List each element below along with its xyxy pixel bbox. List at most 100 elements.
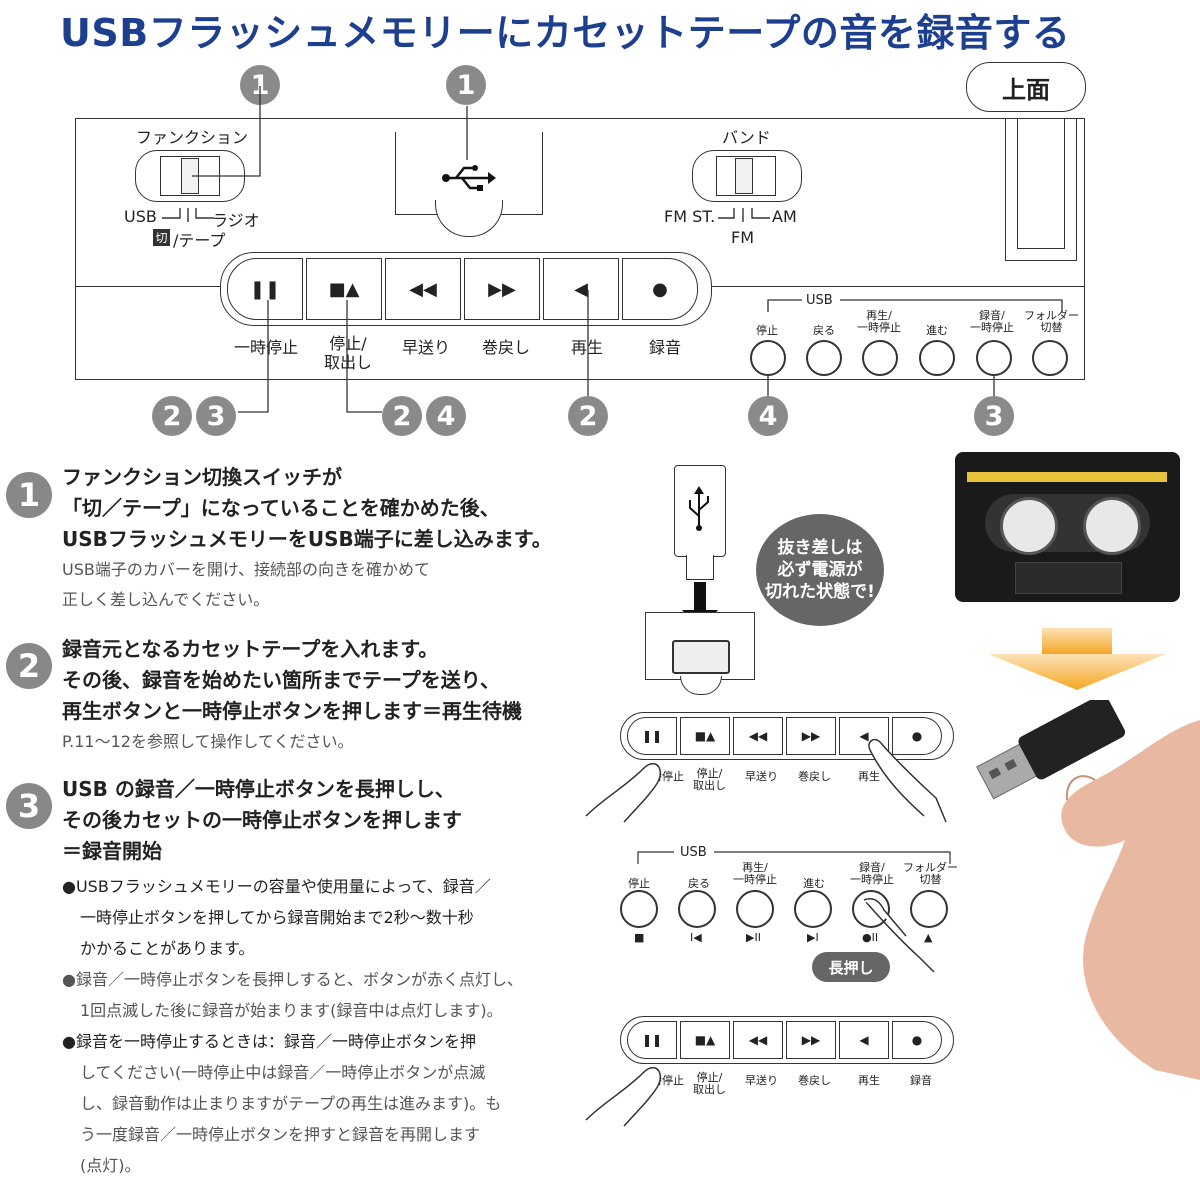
record-button[interactable]: ● xyxy=(622,258,698,320)
usb-stick-plug xyxy=(686,555,714,580)
usb-demo-bracket xyxy=(637,851,951,864)
step-3-note-line: かかることがあります。 xyxy=(80,939,255,958)
stop-eject-button[interactable]: ■▲ xyxy=(680,1021,730,1059)
usb-rec-pause-button[interactable] xyxy=(976,340,1012,376)
usb-next-label: 進む xyxy=(926,324,948,337)
fast-forward-button[interactable]: ◀◀ xyxy=(733,717,783,755)
record-icon: ● xyxy=(911,1033,923,1047)
usb-demo-rec-pause-button[interactable] xyxy=(852,890,890,928)
pause-icon: ❚❚ xyxy=(249,278,281,300)
play-label: 再生 xyxy=(571,338,604,357)
step-badge-usb-rec-3: 3 xyxy=(974,396,1014,436)
warning-callout: 抜き差しは 必ず電源が 切れた状態で! xyxy=(756,514,884,626)
page-title: USBフラッシュメモリーにカセットテープの音を録音する xyxy=(60,11,1071,55)
usb-prev-button[interactable] xyxy=(806,340,842,376)
pause-button[interactable]: ❚❚ xyxy=(227,258,303,320)
step-3-note-line: 1回点滅した後に録音が始まります(録音中は点灯します)。 xyxy=(80,1001,503,1020)
fast-forward-button[interactable]: ◀◀ xyxy=(385,258,461,320)
pause-button[interactable]: ❚❚ xyxy=(627,717,677,755)
usb-next-button[interactable] xyxy=(919,340,955,376)
usb-demo-stop-symbol: ■ xyxy=(634,931,645,944)
handle-inner xyxy=(1017,118,1065,249)
rewind-button[interactable]: ▶▶ xyxy=(464,258,540,320)
usb-demo-folder-label: フォルダー 切替 xyxy=(903,861,958,886)
usb-port-cover-tab xyxy=(680,676,722,695)
usb-demo-next-button[interactable] xyxy=(794,890,832,928)
function-usb-label: USB xyxy=(124,207,157,226)
step-2-heading-line: 再生ボタンと一時停止ボタンを押します＝再生待機 xyxy=(62,699,522,723)
usb-demo-play-pause-button[interactable] xyxy=(736,890,774,928)
usb-stop-button[interactable] xyxy=(750,340,786,376)
transport-demo-1: ❚❚ ■▲ ◀◀ ▶▶ ◀ ● xyxy=(620,712,954,760)
stop-eject-button[interactable]: ■▲ xyxy=(306,258,382,320)
function-position-ticks xyxy=(162,208,214,222)
pressing-finger-icon xyxy=(585,1067,662,1127)
record-button[interactable]: ● xyxy=(892,717,942,755)
step-1-heading-line: 「切／テープ」になっていることを確かめた後、 xyxy=(62,496,500,520)
usb-folder-label: フォルダー 切替 xyxy=(1024,309,1079,334)
band-fmst-label: FM ST. xyxy=(664,207,716,226)
rewind-icon: ▶▶ xyxy=(488,278,516,300)
demo2-play-label: 再生 xyxy=(858,1074,880,1087)
down-arrow-icon xyxy=(988,628,1166,690)
step-badge-pause-2: 2 xyxy=(152,396,192,436)
usb-demo-folder-button[interactable] xyxy=(910,890,948,928)
step-3-note-line: してください(一時停止中は録音／一時停止ボタンが点滅 xyxy=(80,1063,486,1082)
play-button[interactable]: ◀ xyxy=(543,258,619,320)
band-switch-knob[interactable] xyxy=(735,158,753,194)
step-1-sub-line: 正しく差し込んでください。 xyxy=(62,590,270,609)
cassette-reel-left xyxy=(1000,497,1058,555)
step-3-note-line: ●録音を一時停止するときは：録音／一時停止ボタンを押 xyxy=(62,1032,476,1051)
usb-play-pause-button[interactable] xyxy=(862,340,898,376)
panel-divider xyxy=(75,286,225,287)
demo2-stop-label: 停止/ 取出し xyxy=(693,1071,726,1096)
fast-forward-icon: ◀◀ xyxy=(409,278,437,300)
usb-folder-button[interactable] xyxy=(1032,340,1068,376)
rewind-button[interactable]: ▶▶ xyxy=(786,1021,836,1059)
step-3-heading-line: ＝録音開始 xyxy=(62,839,162,863)
warning-callout-line: 必ず電源が xyxy=(777,560,863,580)
transport-demo-2: ❚❚ ■▲ ◀◀ ▶▶ ◀ ● xyxy=(620,1016,954,1064)
usb-group-label: USB xyxy=(806,293,833,308)
fast-forward-button[interactable]: ◀◀ xyxy=(733,1021,783,1059)
function-tape-label: /テープ xyxy=(173,231,226,250)
usb-demo-prev-symbol: I◀ xyxy=(690,931,702,944)
usb-port-socket xyxy=(672,640,730,674)
usb-demo-play-pause-symbol: ▶II xyxy=(746,931,761,944)
step-badge-usb-stop-4: 4 xyxy=(748,396,788,436)
step-1-heading-line: USBフラッシュメモリーをUSB端子に差し込みます。 xyxy=(62,527,552,551)
record-button[interactable]: ● xyxy=(892,1021,942,1059)
step-badge-stop-4: 4 xyxy=(426,396,466,436)
rewind-button[interactable]: ▶▶ xyxy=(786,717,836,755)
transport-strip: ❚❚ ■▲ ◀◀ ▶▶ ◀ ● xyxy=(220,252,712,326)
step-badge-stop-2: 2 xyxy=(382,396,422,436)
rewind-icon: ▶▶ xyxy=(801,729,821,743)
usb-demo-next-label: 進む xyxy=(803,877,825,890)
step-2-heading-line: 録音元となるカセットテープを入れます。 xyxy=(62,637,439,661)
usb-demo-prev-button[interactable] xyxy=(678,890,716,928)
function-switch-label: ファンクション xyxy=(136,128,249,147)
usb-demo-rec-pause-label: 録音/ 一時停止 xyxy=(850,861,894,886)
pause-button[interactable]: ❚❚ xyxy=(627,1021,677,1059)
warning-callout-line: 切れた状態で! xyxy=(765,582,875,602)
usb-demo-group-label: USB xyxy=(680,845,707,860)
hand-holding-usb-image xyxy=(976,700,1200,1080)
step-3: USB の録音／一時停止ボタンを長押しし、 その後カセットの一時停止ボタンを押し… xyxy=(62,774,462,867)
usb-icon xyxy=(442,165,496,191)
pause-icon: ❚❚ xyxy=(641,1033,663,1047)
band-fm-label: FM xyxy=(731,228,755,247)
usb-demo-prev-label: 戻る xyxy=(688,877,710,890)
usb-demo-folder-symbol: ▲ xyxy=(924,931,933,944)
cassette-head-area xyxy=(1015,562,1122,594)
record-icon: ● xyxy=(652,278,668,300)
play-button[interactable]: ◀ xyxy=(839,1021,889,1059)
step-badge-play-2: 2 xyxy=(568,396,608,436)
demo1-rew-label: 巻戻し xyxy=(798,770,831,783)
rew-label: 巻戻し xyxy=(482,338,531,357)
usb-prev-label: 戻る xyxy=(813,324,835,337)
stop-eject-button[interactable]: ■▲ xyxy=(680,717,730,755)
usb-demo-stop-button[interactable] xyxy=(620,890,658,928)
play-icon: ◀ xyxy=(859,729,869,743)
ff-label: 早送り xyxy=(402,338,451,357)
panel-divider-right xyxy=(710,286,1085,287)
